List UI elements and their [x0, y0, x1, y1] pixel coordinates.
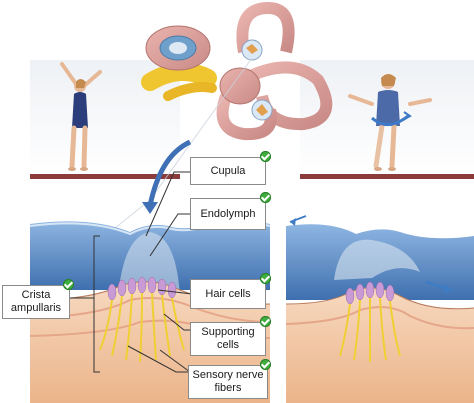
label-supporting-cells: Supporting cells: [190, 322, 266, 356]
inner-ear: [141, 1, 333, 141]
floor-left: [30, 174, 180, 179]
direction-arrow-head: [142, 202, 158, 214]
check-icon: [63, 279, 74, 290]
cupula-bent: [334, 239, 420, 280]
label-hair-cells: Hair cells: [190, 279, 266, 309]
label-sensory-nerve-fibers: Sensory nerve fibers: [188, 365, 268, 399]
label-cupula: Cupula: [190, 157, 266, 185]
crista-section-right: [285, 215, 474, 403]
label-endolymph: Endolymph: [190, 198, 266, 230]
check-icon: [260, 151, 271, 162]
label-crista-ampullaris: Crista ampullaris: [2, 285, 70, 319]
check-icon: [260, 273, 271, 284]
floor-right: [300, 174, 474, 179]
check-icon: [260, 359, 271, 370]
check-icon: [260, 316, 271, 327]
leader-lines: [68, 171, 193, 373]
gymnast-left: [60, 62, 102, 171]
check-icon: [260, 192, 271, 203]
gymnast-right: [348, 74, 432, 171]
crista-bracket: [93, 235, 100, 373]
direction-arrow: [147, 139, 192, 207]
